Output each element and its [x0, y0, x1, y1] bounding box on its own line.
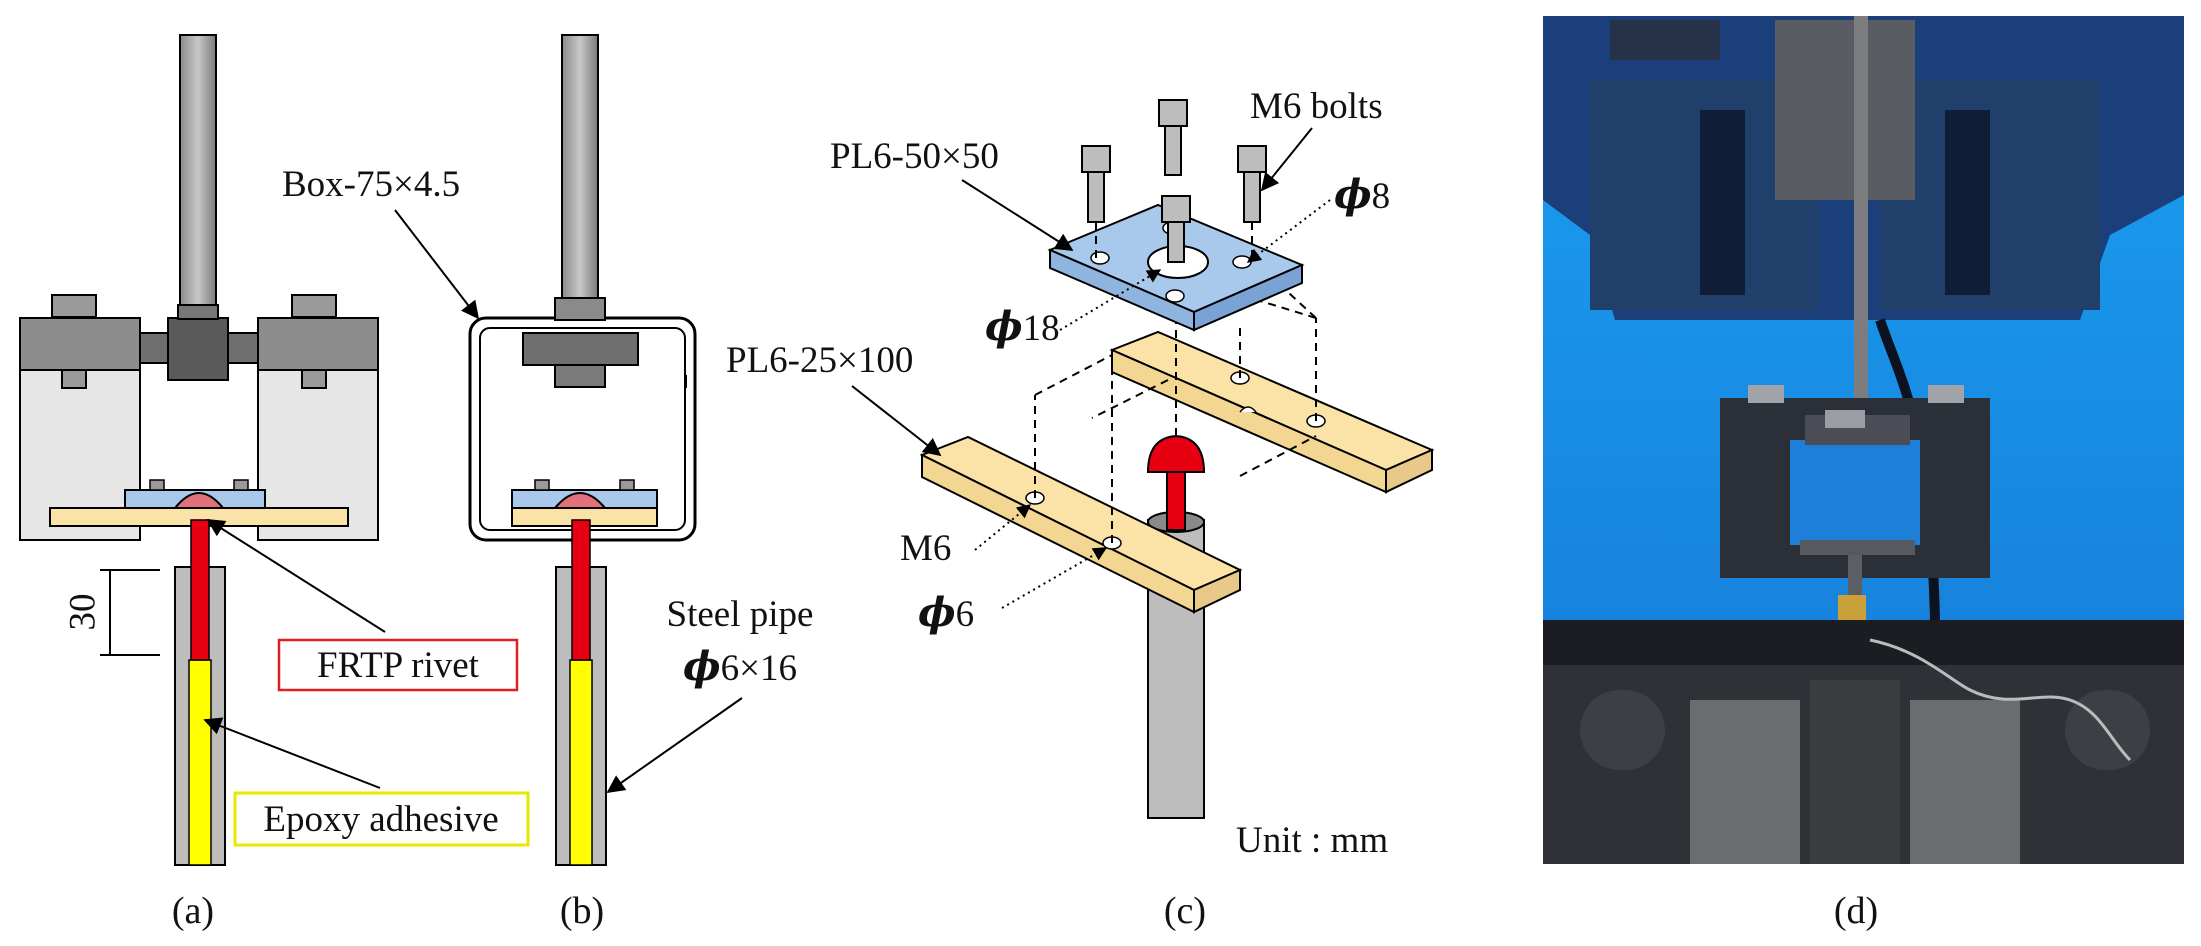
frtp-rivet-label: FRTP rivet — [317, 645, 480, 686]
epoxy-adhesive-label: Epoxy adhesive — [263, 799, 498, 840]
panel-a-side-view: 30 FRTP rivet Epoxy adhesive (a) — [19, 34, 530, 932]
frtp-rivet-c — [1146, 434, 1206, 473]
photo-threaded-rod — [1854, 16, 1868, 416]
dim-30-label: 30 — [62, 594, 103, 631]
panel-b-front-view: Box-75×4.5 Steel pipe ϕ6×16 (b) — [282, 34, 814, 932]
panel-c-exploded-view: PL6-50×50 M6 bolts ϕ8 ϕ18 PL6-25×100 M6 … — [726, 86, 1435, 932]
epoxy-label-box — [233, 791, 530, 847]
caption-c: (c) — [1164, 890, 1206, 932]
steel-pipe-label: Steel pipe — [667, 594, 814, 635]
caption-d: (d) — [1834, 890, 1878, 932]
plate-50x50-label: PL6-50×50 — [830, 136, 999, 177]
frtp-rivet-label-box — [277, 638, 519, 692]
m6-bolts-label: M6 bolts — [1250, 86, 1383, 127]
plate-25x100-right — [1109, 330, 1435, 494]
phi-symbol-pipe: ϕ — [683, 643, 721, 690]
phi18-label: ϕ18 — [985, 303, 1060, 350]
box-section-label: Box-75×4.5 — [282, 164, 460, 205]
steel-pipe-dim-text: 6×16 — [721, 648, 797, 689]
m6-bolts — [1081, 99, 1267, 263]
steel-pipe-dim: ϕ6×16 — [683, 643, 797, 690]
unit-label: Unit : mm — [1236, 820, 1388, 861]
frtp-rivet-head-a — [172, 492, 226, 509]
loading-rod — [179, 34, 217, 331]
panel-d-test-photo: (d) — [1543, 16, 2184, 932]
caption-b: (b) — [560, 890, 604, 932]
caption-a: (a) — [172, 890, 214, 932]
phi6-label: ϕ6 — [918, 589, 974, 636]
m6-label: M6 — [900, 528, 951, 569]
frtp-rivet-shank-a — [190, 519, 210, 661]
plate-25x100-label: PL6-25×100 — [726, 340, 913, 381]
phi8-label: ϕ8 — [1334, 171, 1390, 218]
